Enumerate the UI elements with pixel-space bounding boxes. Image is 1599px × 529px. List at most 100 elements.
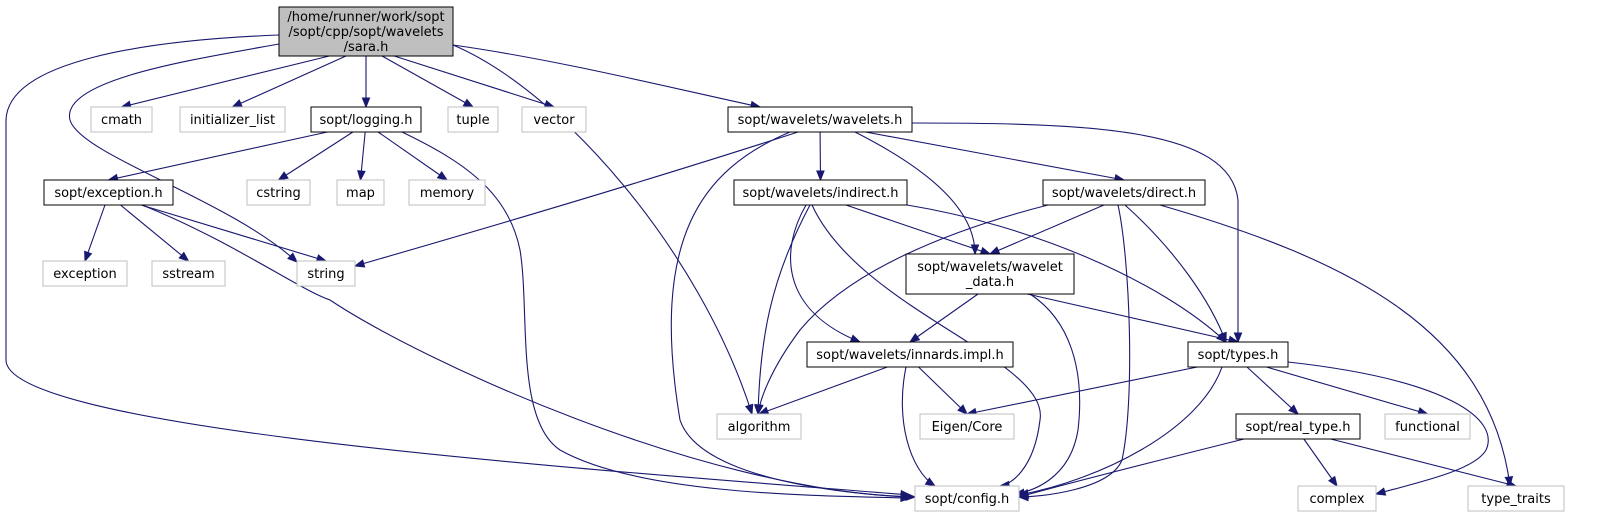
edge-line: [1018, 366, 1223, 496]
edge-direct-to-algorithm: [755, 204, 1049, 416]
node-label: type_traits: [1481, 492, 1551, 507]
node-box: [1297, 485, 1377, 512]
node-sstream: sstream: [151, 260, 226, 287]
node-label: sopt/logging.h: [320, 113, 413, 128]
edge-line: [909, 293, 979, 343]
node-box: [90, 106, 153, 133]
node-eigen-core: Eigen/Core: [919, 413, 1015, 440]
arrowhead: [1327, 475, 1338, 488]
node-direct[interactable]: sopt/wavelets/direct.h: [1042, 179, 1206, 206]
edge-line: [918, 366, 968, 415]
node-label: map: [346, 186, 375, 201]
arrowhead: [231, 99, 243, 108]
edge-line: [1159, 204, 1511, 487]
edge-sara-to-logging: [361, 56, 371, 109]
node-logging[interactable]: sopt/logging.h: [310, 106, 422, 133]
edge-real_type-to-config: [1017, 438, 1245, 499]
edge-line: [108, 131, 328, 181]
arrowhead: [816, 170, 825, 182]
node-box: [246, 179, 311, 206]
edge-line: [757, 204, 1049, 415]
node-functional: functional: [1384, 413, 1471, 440]
edge-wavelets-to-direct: [865, 131, 1126, 183]
edge-innards-to-algorithm: [757, 366, 888, 415]
node-innards[interactable]: sopt/wavelets/innards.impl.h: [806, 341, 1014, 368]
node-label: sopt/real_type.h: [1245, 420, 1350, 435]
node-sara[interactable]: /home/runner/work/sopt/sopt/cpp/sopt/wav…: [278, 6, 454, 57]
edge-line: [1018, 204, 1131, 498]
edge-sara-to-string: [69, 43, 298, 263]
edge-line: [1266, 366, 1428, 415]
node-label: /home/runner/work/sopt: [287, 10, 444, 25]
node-box: [336, 179, 385, 206]
node-label: algorithm: [728, 420, 791, 435]
nodes-layer: /home/runner/work/sopt/sopt/cpp/sopt/wav…: [42, 6, 1565, 512]
node-box: [179, 106, 286, 133]
edge-line: [354, 131, 799, 267]
edge-line: [1124, 204, 1227, 343]
node-box: [1384, 413, 1471, 440]
edge-line: [911, 122, 1239, 342]
edge-line: [1027, 293, 1239, 343]
arrowhead: [924, 477, 937, 487]
edge-line: [401, 131, 911, 499]
node-map: map: [336, 179, 385, 206]
node-box: [521, 106, 587, 133]
edge-wavelets-to-string: [353, 131, 799, 268]
node-cmath: cmath: [90, 106, 153, 133]
node-wavelets[interactable]: sopt/wavelets/wavelets.h: [727, 106, 913, 133]
node-label: memory: [420, 186, 475, 201]
arrowhead: [849, 334, 862, 343]
edge-line: [758, 366, 888, 415]
node-config: sopt/config.h: [914, 485, 1020, 512]
node-box: [408, 179, 486, 206]
node-label: Eigen/Core: [932, 420, 1003, 435]
node-label: initializer_list: [190, 113, 275, 128]
edge-innards-to-config: [901, 366, 937, 487]
node-box: [310, 106, 422, 133]
edge-logging-to-map: [357, 131, 366, 182]
node-label: sopt/wavelets/wavelets.h: [738, 113, 903, 128]
node-wavelet-data[interactable]: sopt/wavelets/wavelet_data.h: [905, 253, 1075, 295]
edge-line: [854, 131, 976, 255]
edge-exception_h-to-string: [140, 204, 328, 263]
edge-direct-to-types: [1124, 204, 1227, 344]
edge-logging-to-memory: [377, 131, 449, 181]
edge-wavelets-to-types: [911, 122, 1243, 344]
edge-types-to-eigen_core: [965, 366, 1198, 417]
node-types[interactable]: sopt/types.h: [1187, 341, 1289, 368]
arrowhead: [361, 97, 371, 109]
edge-line: [5, 34, 911, 496]
node-indirect[interactable]: sopt/wavelets/indirect.h: [733, 179, 908, 206]
node-label: cstring: [256, 186, 300, 201]
node-exception-h[interactable]: sopt/exception.h: [43, 179, 174, 206]
edge-line: [1330, 438, 1517, 487]
node-label: sopt/wavelets/indirect.h: [743, 186, 899, 201]
node-string: string: [296, 260, 356, 287]
arrowhead: [287, 252, 298, 263]
node-box: [42, 260, 128, 287]
edge-types-to-complex: [1287, 361, 1489, 496]
edge-sara-to-cmath: [120, 55, 330, 109]
node-real-type[interactable]: sopt/real_type.h: [1235, 413, 1361, 440]
node-label: complex: [1309, 492, 1364, 507]
edge-innards-to-eigen_core: [918, 366, 968, 415]
arrowhead: [436, 171, 449, 181]
edge-line: [452, 44, 761, 108]
edge-wavelet_data-to-innards: [908, 293, 979, 343]
edges-layer: [5, 34, 1518, 503]
arrowhead: [357, 170, 366, 182]
edge-types-to-real_type: [1246, 366, 1299, 415]
edge-line: [381, 55, 474, 108]
node-box: [296, 260, 356, 287]
edge-indirect-to-algorithm: [753, 204, 811, 416]
arrowhead: [957, 404, 968, 415]
node-box: [278, 6, 454, 57]
node-label: vector: [533, 113, 575, 128]
arrowhead: [1017, 490, 1030, 499]
edge-line: [845, 204, 991, 255]
node-tuple: tuple: [447, 106, 499, 133]
edge-line: [865, 131, 1125, 181]
edge-line: [1014, 293, 1081, 495]
